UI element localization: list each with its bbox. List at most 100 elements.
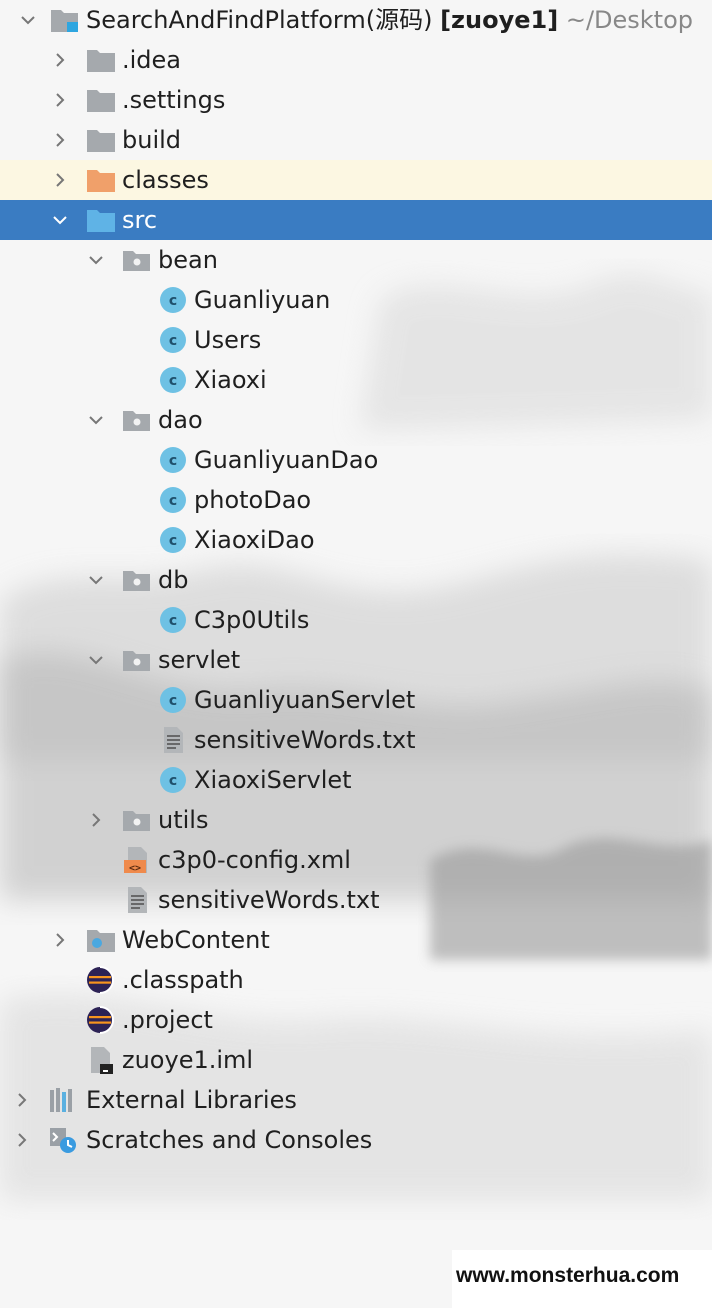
eclipse-icon [87, 1006, 114, 1034]
tree-item-label: C3p0Utils [194, 606, 310, 634]
chevron-down-icon[interactable] [50, 210, 70, 230]
tree-row-xiaoxi[interactable]: c Xiaoxi [0, 360, 712, 400]
chevron-right-icon[interactable] [50, 130, 70, 150]
tree-row-idea[interactable]: .idea [0, 40, 712, 80]
tree-item-label: sensitiveWords.txt [158, 886, 380, 914]
folder-icon [87, 130, 115, 152]
project-path: ~/Desktop [565, 6, 693, 34]
svg-text:c: c [169, 373, 177, 389]
class-icon: c [160, 287, 186, 313]
watermark: www.monsterhua.com [452, 1250, 712, 1308]
watermark-text: www.monsterhua.com [456, 1264, 680, 1287]
tree-item-label: Scratches and Consoles [86, 1126, 373, 1154]
chevron-down-icon[interactable] [86, 250, 106, 270]
tree-item-label: Guanliyuan [194, 286, 331, 314]
xml-file-icon: <> [124, 847, 147, 874]
tree-item-label: Users [194, 326, 262, 354]
project-name: SearchAndFindPlatform(源码) [86, 6, 433, 34]
tree-row-settings[interactable]: .settings [0, 80, 712, 120]
class-icon: c [160, 527, 186, 553]
tree-row-guanliyuan[interactable]: c Guanliyuan [0, 280, 712, 320]
class-icon: c [160, 327, 186, 353]
tree-row-guanliyuandao[interactable]: c GuanliyuanDao [0, 440, 712, 480]
tree-row-webcontent[interactable]: WebContent [0, 920, 712, 960]
chevron-right-icon[interactable] [50, 90, 70, 110]
tree-row-xiaoxiservlet[interactable]: c XiaoxiServlet [0, 760, 712, 800]
tree-item-label: c3p0-config.xml [158, 846, 351, 874]
svg-text:c: c [169, 493, 177, 509]
tree-item-label: WebContent [122, 926, 270, 954]
tree-row-guanliyuanservlet[interactable]: c GuanliyuanServlet [0, 680, 712, 720]
tree-item-label: dao [158, 406, 203, 434]
tree-row-c3p0utils[interactable]: c C3p0Utils [0, 600, 712, 640]
tree-item-label: servlet [158, 646, 241, 674]
tree-item-label: bean [158, 246, 218, 274]
svg-text:c: c [169, 693, 177, 709]
folder-icon [87, 90, 115, 112]
tree-item-label: .idea [122, 46, 182, 74]
text-file-icon [164, 727, 183, 753]
class-icon: c [160, 687, 186, 713]
iml-file-icon [91, 1047, 113, 1074]
tree-item-label: .settings [122, 86, 226, 114]
tree-row-servlet[interactable]: servlet [0, 640, 712, 680]
tree-row-scratches[interactable]: Scratches and Consoles [0, 1120, 712, 1160]
tree-row-project-file[interactable]: .project [0, 1000, 712, 1040]
tree-row-classes[interactable]: classes [0, 160, 712, 200]
tree-row-users[interactable]: c Users [0, 320, 712, 360]
svg-text:c: c [169, 773, 177, 789]
tree-row-classpath[interactable]: .classpath [0, 960, 712, 1000]
svg-text:c: c [169, 333, 177, 349]
class-icon: c [160, 487, 186, 513]
text-file-icon [128, 887, 147, 913]
tree-item-label: GuanliyuanServlet [194, 686, 416, 714]
chevron-down-icon[interactable] [86, 570, 106, 590]
class-icon: c [160, 447, 186, 473]
tree-item-label: GuanliyuanDao [194, 446, 379, 474]
package-icon [123, 651, 150, 671]
tree-row-sensitivewords-servlet[interactable]: sensitiveWords.txt [0, 720, 712, 760]
svg-text:c: c [169, 293, 177, 309]
chevron-right-icon[interactable] [12, 1130, 32, 1150]
web-folder-icon [87, 930, 115, 952]
chevron-down-icon[interactable] [86, 410, 106, 430]
tree-row-photodao[interactable]: c photoDao [0, 480, 712, 520]
tree-item-label: utils [158, 806, 209, 834]
tree-row-bean[interactable]: bean [0, 240, 712, 280]
chevron-right-icon[interactable] [86, 810, 106, 830]
chevron-right-icon[interactable] [12, 1090, 32, 1110]
tree-row-src[interactable]: src [0, 200, 712, 240]
chevron-right-icon[interactable] [50, 50, 70, 70]
tree-item-label: build [122, 126, 182, 154]
tree-item-label: db [158, 566, 189, 594]
tree-row-dao[interactable]: dao [0, 400, 712, 440]
chevron-down-icon[interactable] [86, 650, 106, 670]
module-name: [zuoye1] [440, 6, 559, 34]
tree-row-utils[interactable]: utils [0, 800, 712, 840]
chevron-right-icon[interactable] [50, 930, 70, 950]
tree-item-label: XiaoxiServlet [194, 766, 352, 794]
tree-item-label: .project [122, 1006, 213, 1034]
tree-row-iml[interactable]: zuoye1.iml [0, 1040, 712, 1080]
tree-item-label: src [122, 206, 158, 234]
svg-text:<>: <> [129, 863, 141, 874]
project-folder-icon [51, 10, 78, 32]
package-icon [123, 571, 150, 591]
eclipse-icon [87, 966, 114, 994]
tree-row-project-root[interactable]: SearchAndFindPlatform(源码) [zuoye1] ~/Des… [0, 0, 712, 40]
tree-row-external-libraries[interactable]: External Libraries [0, 1080, 712, 1120]
svg-text:c: c [169, 533, 177, 549]
tree-row-sensitivewords-src[interactable]: sensitiveWords.txt [0, 880, 712, 920]
tree-row-xiaoxidao[interactable]: c XiaoxiDao [0, 520, 712, 560]
tree-row-build[interactable]: build [0, 120, 712, 160]
tree-item-label: photoDao [194, 486, 312, 514]
tree-row-db[interactable]: db [0, 560, 712, 600]
package-icon [123, 251, 150, 271]
tree-item-label: XiaoxiDao [194, 526, 315, 554]
chevron-down-icon[interactable] [18, 10, 38, 30]
chevron-right-icon[interactable] [50, 170, 70, 190]
class-icon: c [160, 767, 186, 793]
tree-row-c3p0-config[interactable]: <> c3p0-config.xml [0, 840, 712, 880]
folder-icon [87, 50, 115, 72]
package-icon [123, 411, 150, 431]
